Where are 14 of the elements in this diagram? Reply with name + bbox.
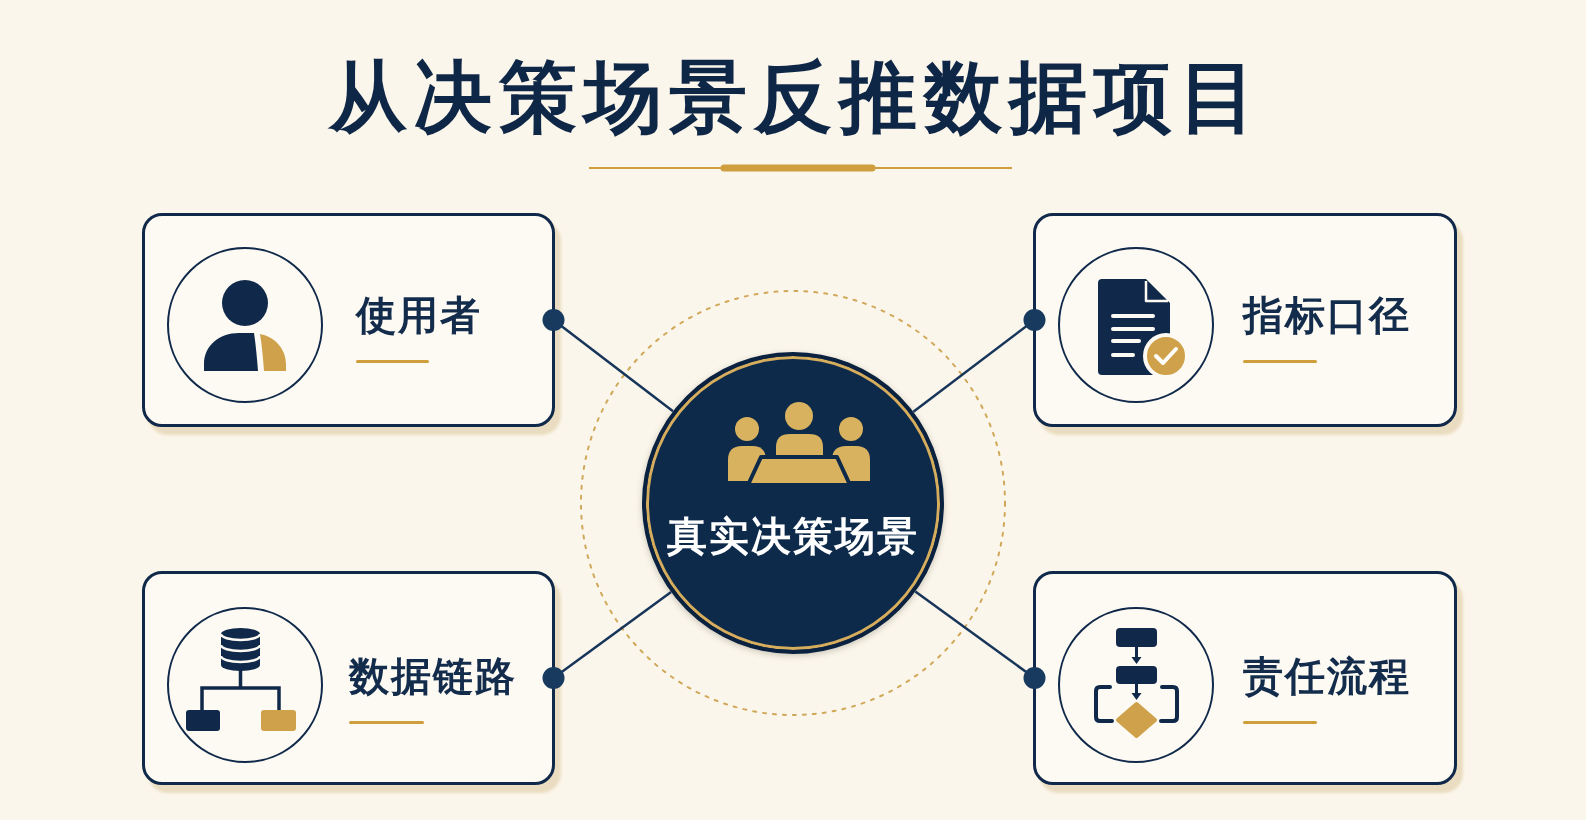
topic-label: 指标口径	[1243, 291, 1411, 339]
topic-card	[142, 213, 555, 427]
connector-line	[542, 591, 672, 689]
hub-label: 真实决策场景	[667, 512, 919, 560]
topic-card	[1033, 571, 1457, 785]
topic-label: 数据链路	[349, 652, 517, 700]
topic-label: 使用者	[356, 291, 482, 339]
topic-card	[1033, 213, 1457, 427]
topic-label: 责任流程	[1243, 652, 1411, 700]
connector-line	[912, 309, 1046, 413]
page-title: 从决策场景反推数据项目	[327, 50, 1264, 144]
topic-card	[142, 571, 555, 785]
connector-line	[914, 590, 1046, 689]
connector-line	[542, 309, 674, 413]
